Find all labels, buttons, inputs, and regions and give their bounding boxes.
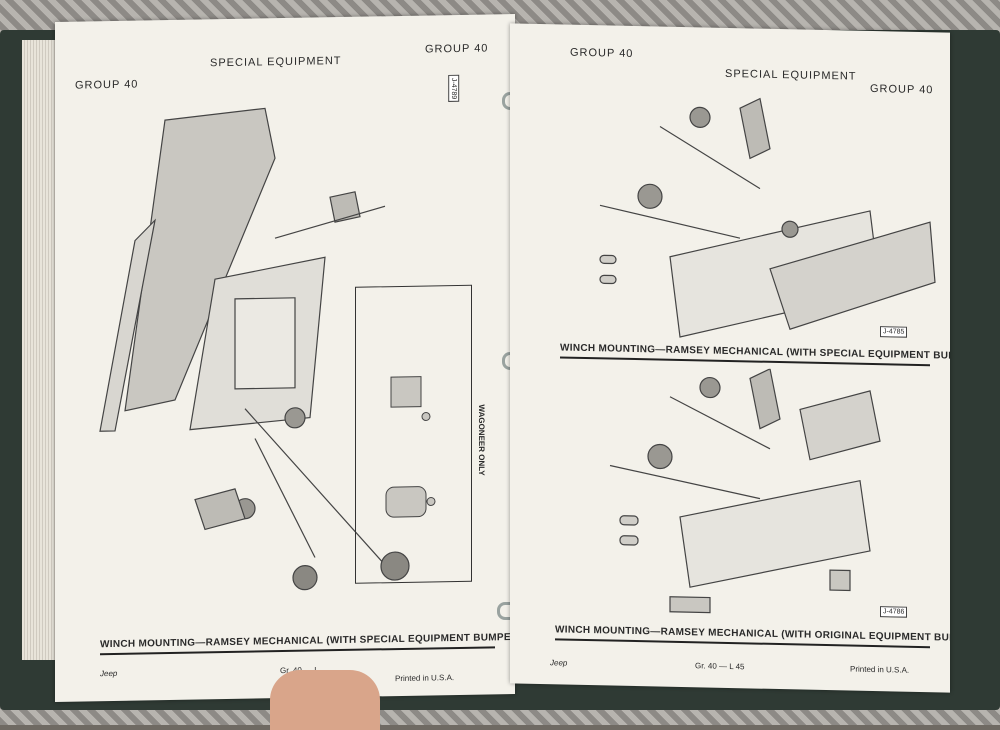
inset-parts-diagram [385, 376, 436, 518]
right-group-label: GROUP 40 [570, 46, 634, 60]
right-figure-tag-bottom: J-4786 [880, 606, 908, 618]
top-exploded-diagram [599, 97, 936, 338]
left-footer-printed: Printed in U.S.A. [395, 673, 455, 684]
left-group-label: GROUP 40 [75, 78, 139, 92]
bottom-exploded-diagram [609, 367, 881, 614]
right-footer-printed: Printed in U.S.A. [850, 664, 910, 675]
left-exploded-diagram [99, 107, 410, 591]
thumb [270, 670, 380, 730]
right-page-title: SPECIAL EQUIPMENT [725, 67, 857, 83]
right-footer-page: Gr. 40 — L 45 [695, 661, 745, 672]
left-page: GROUP 40 SPECIAL EQUIPMENT GROUP 40 J-47… [55, 13, 515, 703]
right-figure-tag-top: J-4785 [880, 326, 908, 338]
wagoneer-inset-box: WAGONEER ONLY [355, 284, 486, 584]
left-page-title: SPECIAL EQUIPMENT [210, 55, 342, 70]
left-group-label-right: GROUP 40 [425, 42, 489, 56]
right-footer-brand: Jeep [550, 658, 568, 668]
right-page: GROUP 40 SPECIAL EQUIPMENT GROUP 40 J-47… [510, 23, 950, 693]
wagoneer-note: WAGONEER ONLY [477, 404, 487, 476]
left-footer-brand: Jeep [100, 668, 118, 679]
